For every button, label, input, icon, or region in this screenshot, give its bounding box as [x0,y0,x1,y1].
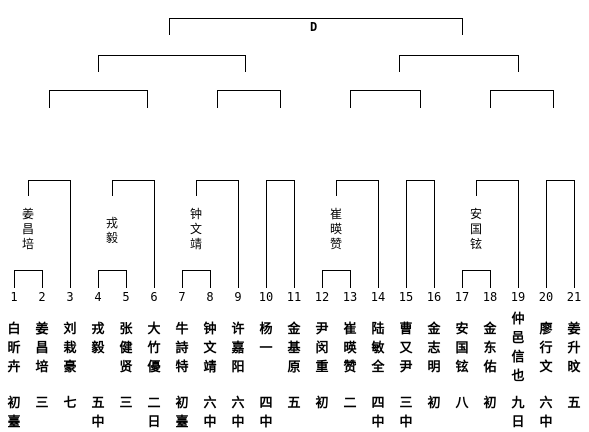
player-seed-number: 18 [482,290,498,304]
player-seed-number: 19 [510,290,526,304]
player-rank: 四 中 [371,396,385,430]
player-seed-number: 6 [150,290,158,304]
player-name: 杨 一 [259,322,273,356]
player-name: 牛 詩 特 [175,322,189,375]
player-seed-number: 21 [566,290,582,304]
bracket-r16-5 [336,180,379,288]
player-rank: 二 [343,396,357,411]
player-name: 钟 文 靖 [203,322,217,375]
player-rank: 六 中 [203,396,217,430]
player-name: 陆 敏 全 [371,322,385,375]
player-rank: 七 [63,396,77,411]
player-seed-number: 17 [454,290,470,304]
player-rank: 初 [483,396,497,411]
group-winner-label: 姜 昌 培 [21,207,34,251]
player-rank: 三 中 [399,396,413,430]
player-rank: 三 [35,396,49,411]
player-rank: 四 中 [259,396,273,430]
player-name: 安 国 铉 [455,322,469,375]
player-rank: 初 臺 [7,396,21,430]
bracket-r1-2 [98,270,127,288]
bracket-r16-7 [476,180,519,288]
player-seed-number: 1 [10,290,18,304]
bracket-r1-4 [322,270,351,288]
player-seed-number: 11 [286,290,302,304]
player-rank: 三 [119,396,133,411]
player-name: 尹 闵 重 [315,322,329,375]
bracket-r1-1 [14,270,43,288]
player-seed-number: 20 [538,290,554,304]
player-name: 白 昕 卉 [7,322,21,375]
player-seed-number: 8 [206,290,214,304]
bracket-r16-3 [196,180,239,288]
bracket-r16-4 [266,180,295,288]
bracket-r1-3 [182,270,211,288]
player-seed-number: 16 [426,290,442,304]
group-winner-label: 安 国 铉 [469,207,482,251]
player-name: 廖 行 文 [539,322,553,375]
player-rank: 初 臺 [175,396,189,430]
player-name: 姜 昌 培 [35,322,49,375]
player-seed-number: 7 [178,290,186,304]
player-name: 崔 暎 赞 [343,322,357,375]
player-seed-number: 10 [258,290,274,304]
player-rank: 五 [567,396,581,411]
player-rank: 五 中 [91,396,105,430]
player-rank: 八 [455,396,469,411]
player-rank: 初 [427,396,441,411]
player-rank: 九 日 [511,396,525,430]
player-seed-number: 15 [398,290,414,304]
player-name: 张 健 贤 [119,322,133,375]
player-name: 刘 栽 豪 [63,322,77,375]
player-seed-number: 3 [66,290,74,304]
player-name: 姜 升 旼 [567,322,581,375]
bracket-final [169,18,463,35]
player-name: 仲 邑 信 也 [511,312,525,384]
bracket-qf-2 [217,90,281,108]
bracket-r1-5 [462,270,491,288]
group-winner-label: 戎 毅 [105,216,118,245]
player-name: 戎 毅 [91,322,105,356]
bracket-r16-1 [28,180,71,288]
player-rank: 六 中 [231,396,245,430]
bracket-r16-8 [546,180,575,288]
player-name: 许 嘉 阳 [231,322,245,375]
player-seed-number: 5 [122,290,130,304]
player-seed-number: 12 [314,290,330,304]
group-winner-label: 崔 暎 赞 [329,207,342,251]
group-winner-label: 钟 文 靖 [189,207,202,251]
bracket-qf-1 [49,90,148,108]
bracket-qf-3 [350,90,421,108]
bracket-title: D [310,20,318,34]
player-seed-number: 9 [234,290,242,304]
bracket-semi-left [98,55,246,72]
player-rank: 初 [315,396,329,411]
player-name: 金 基 原 [287,322,301,375]
player-name: 金 志 明 [427,322,441,375]
bracket-r16-6 [406,180,435,288]
player-rank: 二 日 [147,396,161,430]
player-seed-number: 14 [370,290,386,304]
player-rank: 六 中 [539,396,553,430]
player-seed-number: 2 [38,290,46,304]
player-name: 金 东 佑 [483,322,497,375]
bracket-semi-right [399,55,519,72]
player-name: 大 竹 優 [147,322,161,375]
bracket-qf-4 [490,90,554,108]
player-seed-number: 4 [94,290,102,304]
bracket-r16-2 [112,180,155,288]
player-name: 曹 又 尹 [399,322,413,375]
player-seed-number: 13 [342,290,358,304]
player-rank: 五 [287,396,301,411]
